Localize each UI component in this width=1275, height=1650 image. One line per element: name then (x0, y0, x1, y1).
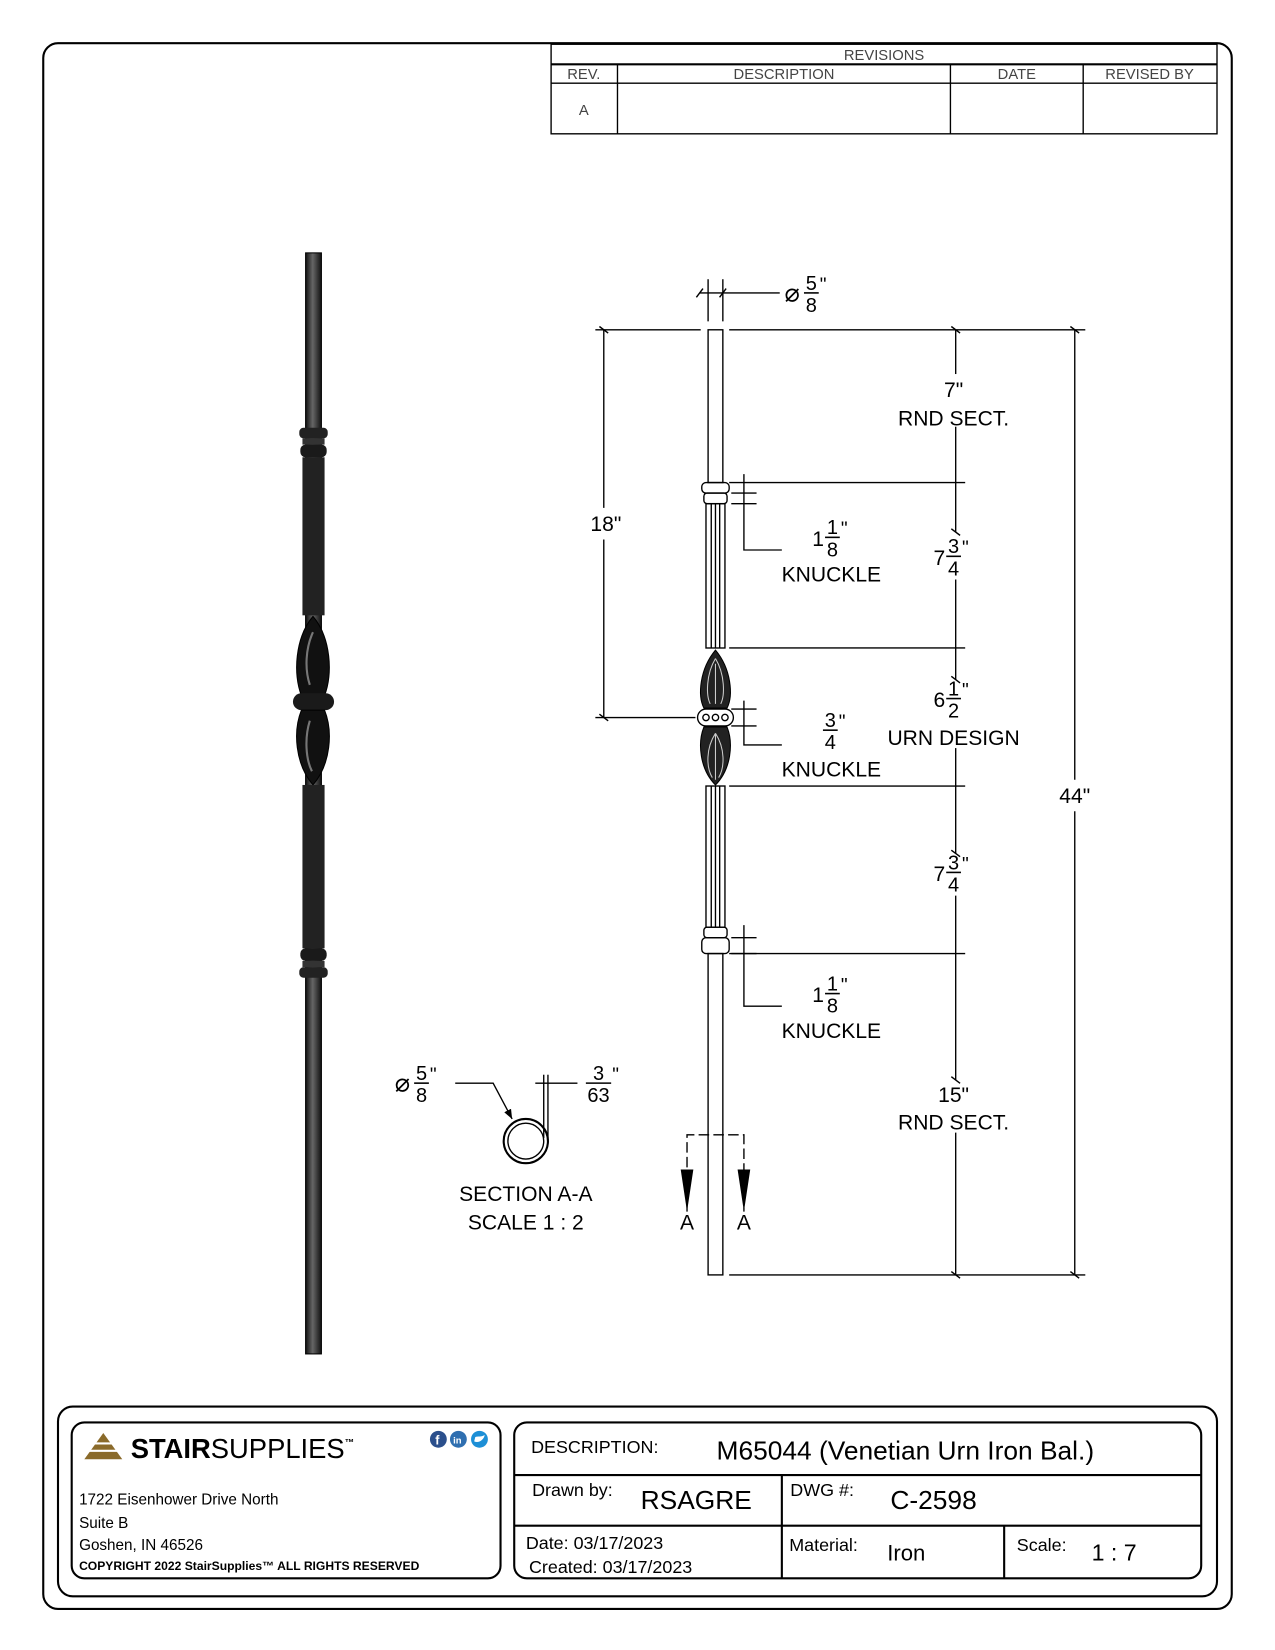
diameter-icon: ⌀ (395, 1070, 410, 1098)
inch-mark: " (612, 1065, 619, 1086)
revised-by-header: REVISED BY (1105, 67, 1194, 83)
knuckle-center-dimension: 34" (822, 710, 846, 754)
dimension-denominator: 8 (416, 1085, 427, 1107)
inch-mark: " (841, 519, 848, 540)
section-marker-left: A (680, 1212, 694, 1235)
copyright: COPYRIGHT 2022 StairSupplies™ ALL RIGHTS… (79, 1559, 420, 1573)
section-diameter-dimension: ⌀ 58" (395, 1063, 437, 1107)
material-label: Material: (789, 1535, 858, 1555)
linkedin-icon[interactable]: in (449, 1430, 467, 1448)
dwg-number: C-2598 (890, 1485, 976, 1515)
overall-length: 44" (1059, 785, 1090, 808)
inch-mark: " (962, 854, 969, 875)
dimension-numerator: 1 (827, 517, 838, 539)
dimension-whole: 7 (933, 547, 945, 570)
inch-mark: " (841, 975, 848, 996)
scale: 1 : 7 (1092, 1539, 1137, 1565)
logo-tm: ™ (345, 1438, 354, 1449)
material: Iron (887, 1540, 925, 1565)
revisions-table: REVISIONS REV. DESCRIPTION DATE REVISED … (550, 43, 1218, 135)
svg-text:in: in (453, 1435, 462, 1446)
rev-header: REV. (567, 67, 600, 83)
address-line-1: 1722 Eisenhower Drive North (79, 1492, 278, 1509)
title-block: STAIRSUPPLIES™ f in 1722 Eisenhower Driv… (56, 1405, 1219, 1598)
scale-label: Scale: (1017, 1535, 1067, 1555)
dimension-numerator: 5 (806, 273, 817, 295)
dimension-denominator: 4 (948, 558, 959, 580)
section-title: SECTION A-A (459, 1183, 592, 1206)
description-header: DESCRIPTION (734, 67, 835, 83)
svg-text:STAIRSUPPLIES™: STAIRSUPPLIES™ (131, 1433, 354, 1464)
logo-light: SUPPLIES (211, 1433, 345, 1464)
dimension-lines (595, 288, 1086, 1279)
inch-mark: " (430, 1065, 437, 1086)
date: Date: 03/17/2023 (526, 1533, 663, 1553)
dimension-numerator: 3 (593, 1063, 604, 1085)
to-center-length: 18" (590, 513, 621, 536)
drawn-by-label: Drawn by: (532, 1480, 613, 1500)
section-scale: SCALE 1 : 2 (468, 1212, 584, 1235)
dimension-whole: 1 (812, 528, 824, 551)
dimension-numerator: 3 (948, 852, 959, 874)
inch-mark: " (962, 680, 969, 701)
revisions-title: REVISIONS (844, 48, 924, 64)
dimension-whole: 1 (812, 984, 824, 1007)
dimension-numerator: 3 (948, 536, 959, 558)
dimension-numerator: 1 (948, 678, 959, 700)
logo-bold: STAIR (131, 1433, 211, 1464)
address-line-2: Suite B (79, 1515, 128, 1532)
diameter-icon: ⌀ (785, 279, 800, 307)
diameter-dimension: ⌀ 58" (785, 273, 827, 317)
company-logo: STAIRSUPPLIES™ (84, 1432, 354, 1464)
address-line-3: Goshen, IN 46526 (79, 1537, 203, 1554)
top-round-length: 7" (944, 379, 963, 402)
inch-mark: " (820, 275, 827, 296)
knuckle-lower-label: KNUCKLE (782, 1020, 882, 1043)
bottom-round-label: RND SECT. (898, 1112, 1009, 1135)
rev-cell: A (579, 103, 589, 119)
dimension-denominator: 8 (806, 295, 817, 317)
date-header: DATE (998, 67, 1036, 83)
drawn-by: RSAGRE (641, 1485, 752, 1515)
inch-mark: " (962, 538, 969, 559)
sheet-border (42, 42, 1233, 1610)
part-description: M65044 (Venetian Urn Iron Bal.) (717, 1435, 1095, 1465)
knuckle-center-label: KNUCKLE (782, 759, 882, 782)
dimension-denominator: 2 (948, 701, 959, 723)
dimension-numerator: 5 (416, 1063, 427, 1085)
section-cut-markers: A A (680, 1134, 751, 1235)
section-marker-right: A (737, 1212, 751, 1235)
urn-label: URN DESIGN (887, 727, 1019, 750)
dimension-numerator: 1 (827, 973, 838, 995)
dimension-whole: 7 (933, 863, 945, 886)
knuckle-upper-label: KNUCKLE (782, 564, 882, 587)
svg-text:f: f (435, 1434, 440, 1448)
dimension-denominator: 4 (948, 874, 959, 896)
bottom-round-length: 15" (938, 1084, 969, 1107)
section-a-a: ⌀58" 363" SECTION A-A SCALE 1 : 2 (395, 1063, 619, 1235)
dimension-whole: 6 (933, 689, 945, 712)
description-label: DESCRIPTION: (531, 1437, 658, 1457)
section-wall-dimension: 363" (585, 1063, 619, 1107)
created-date: Created: 03/17/2023 (529, 1557, 692, 1577)
dimension-denominator: 8 (827, 539, 838, 561)
top-round-label: RND SECT. (898, 408, 1009, 431)
inch-mark: " (839, 712, 846, 733)
dimension-denominator: 4 (825, 732, 836, 754)
dimension-numerator: 3 (825, 710, 836, 732)
twitter-icon[interactable] (471, 1430, 488, 1448)
baluster-render (292, 252, 335, 1355)
dimension-denominator: 8 (827, 996, 838, 1018)
dwg-label: DWG #: (790, 1480, 854, 1500)
facebook-icon[interactable]: f (429, 1430, 447, 1448)
baluster-elevation (696, 279, 735, 1276)
dimension-denominator: 63 (587, 1085, 609, 1107)
